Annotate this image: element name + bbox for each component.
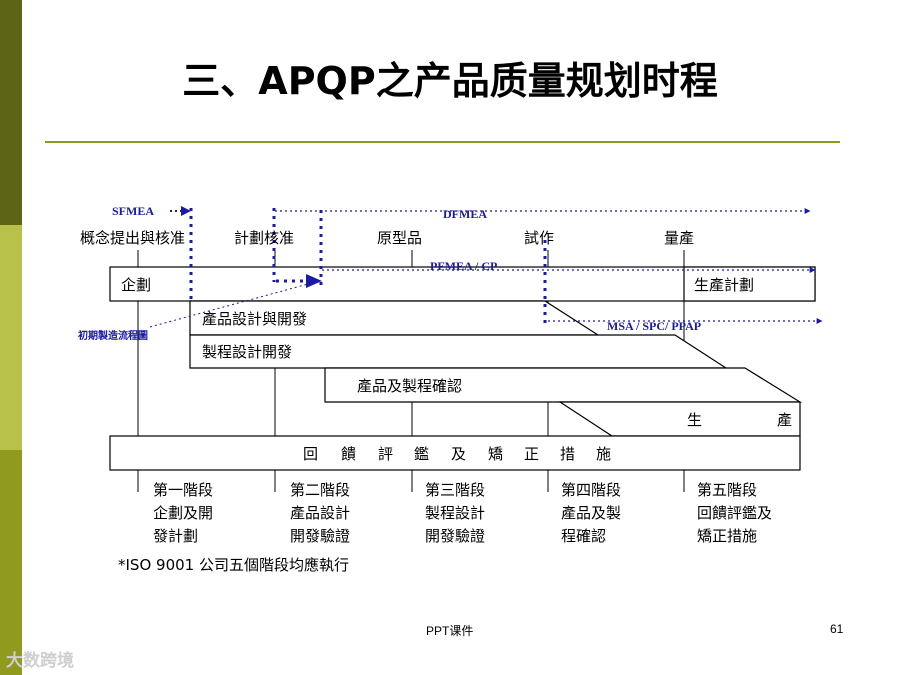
phase-4-line-3: 程確認 bbox=[561, 527, 606, 545]
phase-5-line-2: 回饋評鑑及 bbox=[697, 504, 772, 522]
watermark-logo: 大数跨境 bbox=[6, 651, 74, 671]
milestone-pilot: 試作 bbox=[524, 229, 554, 247]
plan-bar-label: 企劃 bbox=[121, 276, 151, 294]
flow-arrowhead bbox=[306, 274, 322, 288]
milestone-plan-approval: 計劃核准 bbox=[234, 229, 294, 247]
dfmea-label: DFMEA bbox=[443, 207, 487, 221]
feedback-char: 正 bbox=[524, 445, 539, 463]
phase-2-line-1: 第二階段 bbox=[290, 481, 350, 499]
phase-5-line-1: 第五階段 bbox=[697, 481, 757, 499]
feedback-char: 評 bbox=[378, 445, 393, 463]
milestone-prototype: 原型品 bbox=[377, 229, 422, 247]
phase-3-line-3: 開發驗證 bbox=[425, 527, 485, 545]
iso-note: *ISO 9001 公司五個階段均應執行 bbox=[118, 556, 349, 574]
phase-2-line-3: 開發驗證 bbox=[290, 527, 350, 545]
feedback-char: 矯 bbox=[488, 445, 503, 463]
phase-1-line-2: 企劃及開 bbox=[153, 504, 213, 522]
page-number: 61 bbox=[830, 622, 844, 636]
phase-3-line-1: 第三階段 bbox=[425, 481, 485, 499]
feedback-char: 施 bbox=[596, 445, 611, 463]
phase-4-line-2: 產品及製 bbox=[561, 504, 621, 522]
production-bar bbox=[557, 401, 801, 437]
feedback-char: 饋 bbox=[341, 445, 356, 463]
validation-label: 產品及製程確認 bbox=[357, 377, 462, 395]
process-design-label: 製程設計開發 bbox=[202, 343, 292, 361]
feedback-char: 回 bbox=[303, 445, 318, 463]
title-underline bbox=[45, 141, 840, 143]
accent-segment-middle bbox=[0, 225, 22, 450]
milestone-mass-production: 量產 bbox=[664, 229, 694, 247]
sfmea-label: SFMEA bbox=[112, 204, 154, 218]
flow-chart-label: 初期製造流程圖 bbox=[78, 329, 148, 342]
feedback-bar bbox=[109, 435, 801, 471]
phase-1-line-3: 發計劃 bbox=[153, 527, 198, 545]
phase-1-line-1: 第一階段 bbox=[153, 481, 213, 499]
phase-4-line-1: 第四階段 bbox=[561, 481, 621, 499]
msa-label: MSA / SPC/ PPAP bbox=[607, 319, 701, 333]
product-design-label: 產品設計與開發 bbox=[202, 310, 307, 328]
production-label-char-2: 產 bbox=[777, 411, 792, 429]
feedback-char: 鑑 bbox=[414, 445, 429, 463]
feedback-char: 及 bbox=[451, 445, 466, 463]
production-plan-label: 生產計劃 bbox=[694, 276, 754, 294]
accent-segment-top bbox=[0, 0, 22, 225]
slide-title: 三、APQP之产品质量规划时程 bbox=[182, 59, 718, 103]
phase-2-line-2: 產品設計 bbox=[290, 504, 350, 522]
production-plan-box bbox=[683, 266, 816, 302]
pfmea-label: PFMEA / CP bbox=[430, 259, 497, 273]
footer-text: PPT课件 bbox=[426, 624, 474, 638]
phase-5-line-3: 矯正措施 bbox=[697, 527, 757, 545]
milestone-concept: 概念提出與核准 bbox=[80, 229, 185, 247]
feedback-char: 措 bbox=[560, 445, 575, 463]
accent-segment-bottom bbox=[0, 450, 22, 675]
phase-3-line-2: 製程設計 bbox=[425, 504, 485, 522]
flow-pointer bbox=[149, 283, 309, 328]
left-accent-bar bbox=[0, 0, 22, 675]
production-label-char-1: 生 bbox=[687, 411, 702, 429]
